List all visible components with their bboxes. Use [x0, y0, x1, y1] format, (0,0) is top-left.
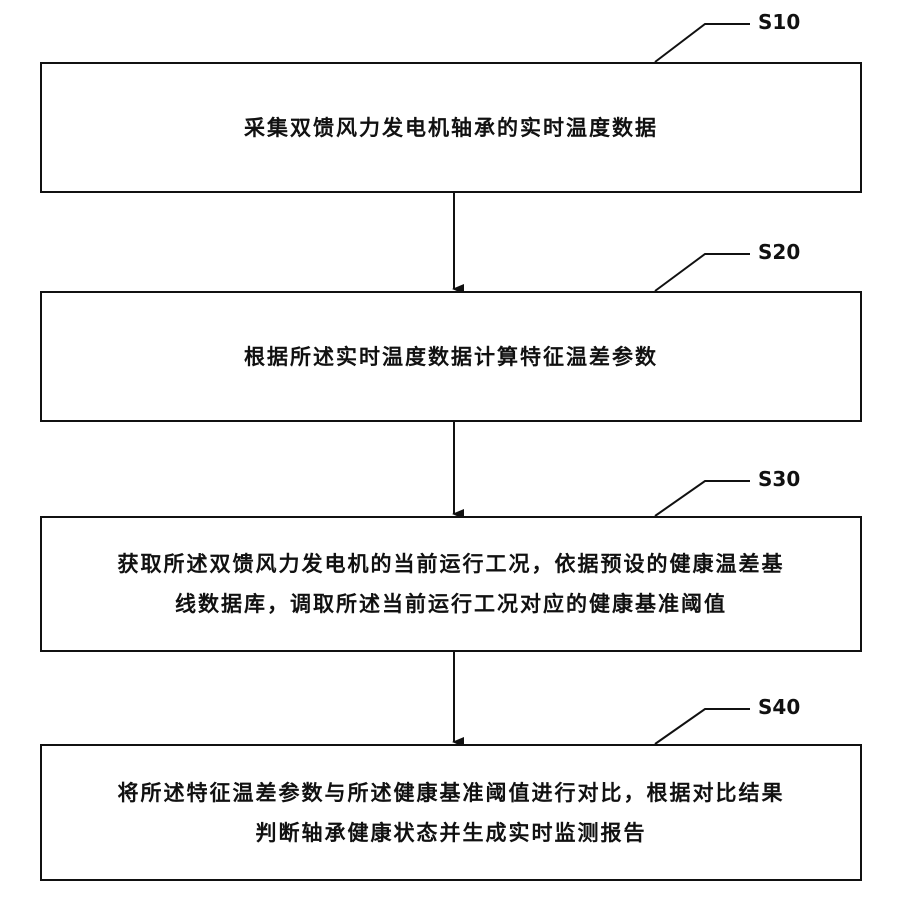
step-label-s30: S30 [758, 467, 800, 491]
step-text-s20: 根据所述实时温度数据计算特征温差参数 [244, 337, 658, 377]
step-box-s10: 采集双馈风力发电机轴承的实时温度数据 [40, 62, 862, 193]
step-text-s40-line1: 将所述特征温差参数与所述健康基准阈值进行对比，根据对比结果 [118, 773, 785, 813]
step-text-s40-line2: 判断轴承健康状态并生成实时监测报告 [118, 813, 785, 853]
step-text-s30-line2: 线数据库，调取所述当前运行工况对应的健康基准阈值 [118, 584, 785, 624]
step-box-s40: 将所述特征温差参数与所述健康基准阈值进行对比，根据对比结果 判断轴承健康状态并生… [40, 744, 862, 881]
step-box-s20: 根据所述实时温度数据计算特征温差参数 [40, 291, 862, 422]
leader-line-s20 [655, 254, 750, 291]
step-box-s30: 获取所述双馈风力发电机的当前运行工况，依据预设的健康温差基 线数据库，调取所述当… [40, 516, 862, 652]
leader-line-s40 [655, 709, 750, 744]
leader-line-s10 [655, 24, 750, 62]
leader-line-s30 [655, 481, 750, 516]
step-label-s10: S10 [758, 10, 800, 34]
step-label-s20: S20 [758, 240, 800, 264]
step-label-s40: S40 [758, 695, 800, 719]
step-text-s10: 采集双馈风力发电机轴承的实时温度数据 [244, 108, 658, 148]
step-text-s30-line1: 获取所述双馈风力发电机的当前运行工况，依据预设的健康温差基 [118, 544, 785, 584]
